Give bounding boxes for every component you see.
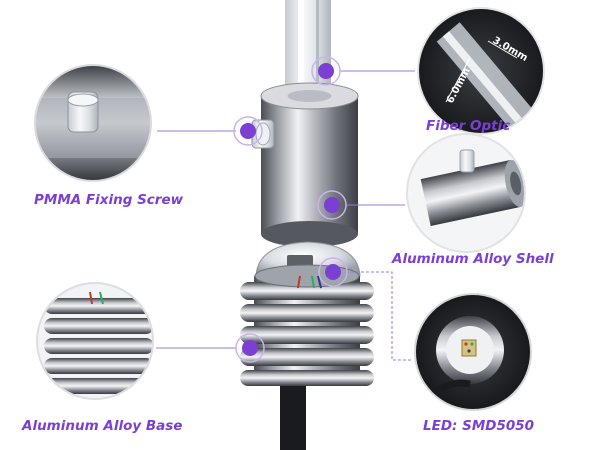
marker-fiber-optic [311, 56, 341, 86]
callout-aluminum-shell [406, 133, 526, 253]
marker-pmma-screw [233, 116, 263, 146]
callout-pmma-screw [34, 64, 152, 182]
callout-aluminum-base [36, 282, 154, 400]
cable [280, 386, 306, 450]
label-fiber-optic: Fiber Optic [426, 118, 511, 134]
label-pmma-screw: PMMA Fixing Screw [34, 192, 184, 208]
marker-aluminum-base [235, 333, 265, 363]
upper-shell [260, 82, 359, 247]
label-led: LED: SMD5050 [423, 418, 535, 434]
label-aluminum-shell: Aluminum Alloy Shell [392, 251, 554, 267]
marker-dots [233, 56, 348, 363]
label-aluminum-base: Aluminum Alloy Base [22, 418, 183, 434]
callout-led [414, 293, 532, 411]
connector-lines [156, 70, 415, 361]
callout-fiber-optic: 6.0mm 3.0mm [417, 7, 545, 135]
aluminum-base [240, 264, 374, 386]
marker-aluminum-shell [317, 190, 347, 220]
marker-led [318, 257, 348, 287]
